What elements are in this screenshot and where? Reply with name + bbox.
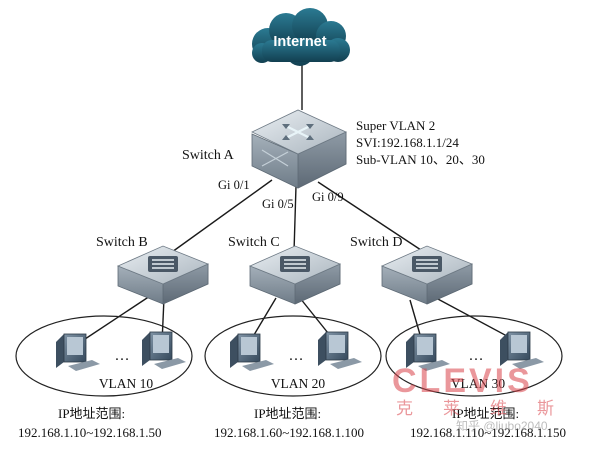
- pc-icon: [56, 333, 100, 371]
- switch-a-info-line: Super VLAN 2: [356, 118, 435, 133]
- ip-range-title: IP地址范围:: [254, 406, 321, 421]
- watermark-zhihu: 知乎 @liubo2040: [456, 419, 548, 433]
- port-label: Gi 0/1: [218, 178, 250, 192]
- link-a-c: [293, 185, 297, 253]
- link-a-d: [317, 181, 425, 253]
- watermark-logo: CLEVIS: [392, 362, 533, 400]
- internet-cloud: Internet: [252, 8, 350, 66]
- switch-d-icon: [380, 245, 474, 305]
- pc-icon: [318, 331, 362, 369]
- pc-ellipsis: …: [115, 348, 130, 364]
- ip-range-value: 192.168.1.60~192.168.1.100: [214, 425, 364, 440]
- switch-a-label: Switch A: [182, 148, 235, 163]
- ip-range-value: 192.168.1.110~192.168.1.150: [410, 425, 566, 440]
- port-label: Gi 0/9: [312, 190, 344, 204]
- switch-c-icon: [248, 245, 342, 305]
- switch-a-icon: [251, 109, 347, 189]
- ip-range-value: 192.168.1.10~192.168.1.50: [18, 425, 162, 440]
- vlan-label: VLAN 10: [99, 376, 154, 391]
- port-label: Gi 0/5: [262, 197, 294, 211]
- internet-label: Internet: [273, 34, 326, 50]
- watermark: CLEVIS 克莱维斯 知乎 @liubo2040: [392, 362, 584, 433]
- ip-range-title: IP地址范围:: [452, 406, 519, 421]
- watermark-cn: 克莱维斯: [396, 399, 584, 418]
- link-a-b: [171, 179, 273, 253]
- vlan-label: VLAN 20: [271, 376, 326, 391]
- pc-icon: [142, 331, 186, 369]
- link-b-pc1: [75, 295, 151, 346]
- pc-ellipsis: …: [289, 348, 304, 364]
- switch-b-icon: [116, 245, 210, 305]
- switch-c-label: Switch C: [228, 235, 280, 250]
- vlan-10-group: [15, 315, 193, 397]
- switch-b-label: Switch B: [96, 235, 148, 250]
- switch-d-label: Switch D: [350, 235, 403, 250]
- switch-a-info-line: Sub-VLAN 10、20、30: [356, 152, 485, 167]
- vlan-label: VLAN 30: [451, 376, 506, 391]
- vlan-30-group: [385, 315, 563, 397]
- vlan-20-group: [204, 315, 382, 397]
- ip-range-title: IP地址范围:: [58, 406, 125, 421]
- pc-ellipsis: …: [469, 348, 484, 364]
- pc-icon: [230, 333, 274, 371]
- switch-a-info-line: SVI:192.168.1.1/24: [356, 135, 459, 150]
- pc-icon: [406, 333, 450, 371]
- pc-icon: [500, 331, 544, 369]
